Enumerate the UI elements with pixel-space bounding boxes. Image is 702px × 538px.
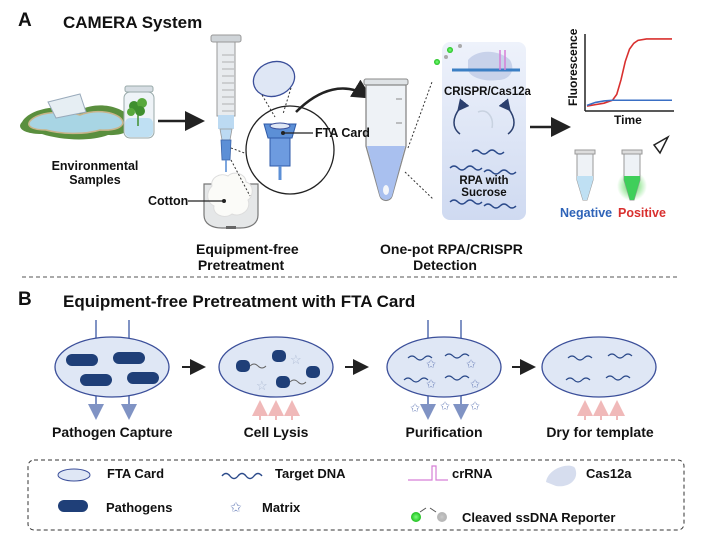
dna-amplicons-icon — [449, 149, 517, 209]
svg-text:✩: ✩ — [470, 399, 480, 413]
pretreatment-label: Equipment-free Pretreatment — [196, 241, 299, 273]
fta-leader-dot — [281, 131, 285, 135]
pretreatment-label-line1: Equipment-free — [196, 241, 299, 257]
zoom-line — [404, 171, 434, 200]
zoom-line — [261, 94, 276, 118]
pretreatment-label-line2: Pretreatment — [197, 257, 285, 273]
legend-label-pathogens: Pathogens — [106, 500, 173, 515]
negative-tube-icon — [574, 149, 596, 201]
cotton-label: Cotton — [148, 194, 189, 208]
chart-xlabel: Time — [614, 113, 642, 127]
chart-ylabel: Fluorescence — [566, 28, 580, 106]
svg-text:✩: ✩ — [410, 401, 420, 415]
step-dry — [541, 336, 657, 420]
svg-text:☆: ☆ — [290, 352, 302, 367]
samples-label-line1: Environmental — [51, 159, 139, 173]
detection-label-line1: One-pot RPA/CRISPR — [380, 241, 523, 257]
rpa-label-line2: Sucrose — [461, 187, 507, 199]
legend-label-target-dna: Target DNA — [275, 466, 346, 481]
legend-label-cas12a: Cas12a — [586, 466, 632, 481]
cleaved-reporter-icon — [411, 507, 447, 522]
step-label-pathogen-capture: Pathogen Capture — [52, 424, 173, 440]
rpa-label-line1: RPA with — [459, 175, 509, 187]
step-label-cell-lysis: Cell Lysis — [243, 424, 309, 440]
panel-a-letter: A — [18, 10, 32, 31]
panel-a-title: CAMERA System — [63, 13, 203, 32]
syringe-icon — [210, 34, 242, 172]
legend-label-crrna: crRNA — [452, 466, 493, 481]
eye-icon — [652, 135, 670, 155]
detection-label-line2: Detection — [413, 257, 477, 273]
rpa-label: RPA with Sucrose — [444, 175, 524, 199]
step-pathogen-capture — [54, 320, 170, 420]
zoom-line — [230, 159, 251, 197]
cotton-leader-dot — [222, 199, 226, 203]
fluorescence-chart — [584, 34, 674, 112]
fta-card-label: FTA Card — [315, 126, 370, 140]
dna-helix-icon — [221, 472, 263, 480]
panel-b-letter: B — [18, 289, 32, 310]
positive-tube-icon — [621, 149, 643, 201]
cycle-arrow-icon — [453, 98, 470, 135]
cas12a-complex-icon — [434, 44, 520, 81]
svg-text:✩: ✩ — [440, 399, 450, 413]
reaction-detail-panel — [442, 42, 526, 220]
step-cell-lysis: ☆☆ — [218, 336, 334, 420]
zoom-line — [230, 147, 259, 159]
crrna-hairpin-icon — [408, 465, 448, 481]
svg-text:✩: ✩ — [470, 377, 480, 391]
crispr-label: CRISPR/Cas12a — [444, 86, 531, 98]
filter-tip-icon — [263, 122, 297, 180]
step-label-dry: Dry for template — [546, 424, 654, 440]
cotton-cup-icon — [203, 172, 259, 229]
cycle-arrow-faint-icon — [477, 110, 494, 129]
svg-text:✩: ✩ — [466, 357, 476, 371]
reaction-tube-icon — [363, 78, 409, 202]
negative-label: Negative — [560, 206, 613, 220]
zoom-line — [407, 81, 433, 149]
cas12a-protein-icon — [546, 465, 577, 487]
zoom-line — [282, 87, 292, 115]
curved-arrow-to-tube — [295, 79, 373, 113]
pathogen-rod-icon — [58, 500, 88, 512]
svg-text:✩: ✩ — [426, 377, 436, 391]
step-label-purification: Purification — [405, 424, 483, 440]
legend-label-matrix: Matrix — [262, 500, 301, 515]
plant-jar-icon — [123, 85, 155, 139]
series-line-positive — [586, 38, 672, 107]
svg-text:✩: ✩ — [426, 357, 436, 371]
detection-label: One-pot RPA/CRISPR Detection — [380, 241, 523, 273]
legend-box — [27, 459, 685, 531]
pond-icon — [20, 93, 133, 140]
step-purification: ✩ ✩ ✩ ✩ ✩ ✩ ✩ — [386, 320, 502, 420]
ellipse-card-icon — [57, 468, 91, 482]
positive-label: Positive — [618, 206, 666, 220]
samples-label: Environmental Samples — [40, 159, 150, 187]
fta-card-inset — [252, 60, 296, 98]
panel-b-title: Equipment-free Pretreatment with FTA Car… — [63, 292, 416, 311]
svg-text:☆: ☆ — [256, 378, 268, 393]
samples-label-line2: Samples — [69, 173, 121, 187]
cycle-arrow-icon — [498, 98, 515, 135]
matrix-star-icon: ✩ — [230, 499, 242, 515]
legend-label-cleaved-reporter: Cleaved ssDNA Reporter — [462, 510, 616, 525]
legend-label-fta-card: FTA Card — [107, 466, 165, 481]
series-line-negative — [586, 99, 672, 107]
